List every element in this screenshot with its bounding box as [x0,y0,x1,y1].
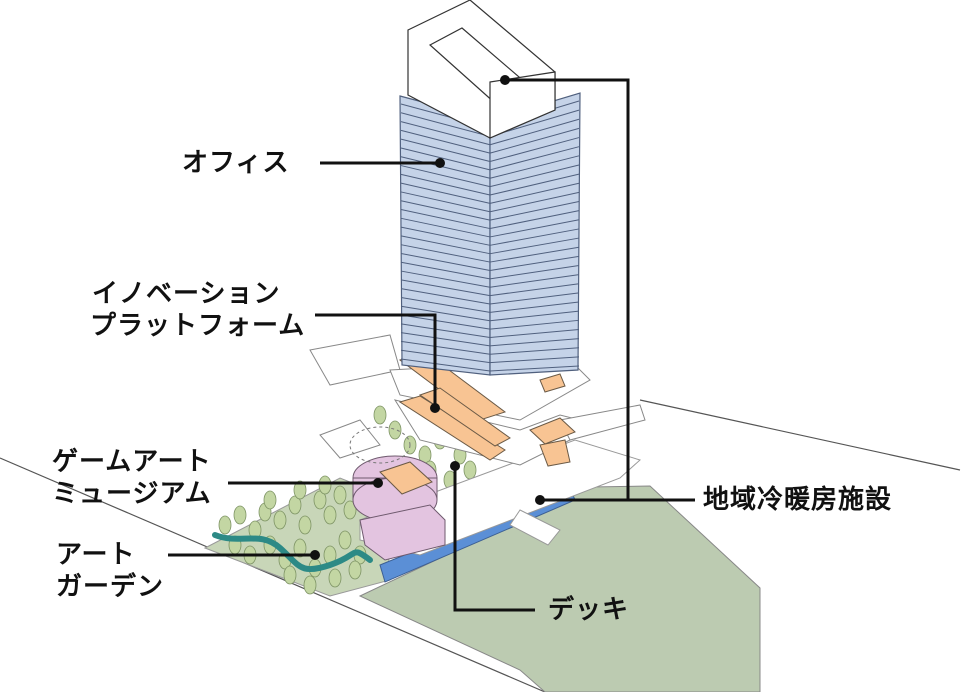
tower-floor-line [400,226,491,246]
tower-floor-line [400,296,491,313]
tree [293,480,307,500]
tower-floor-line [400,261,491,280]
tower-floor-line [400,165,491,188]
tree [283,565,297,585]
tower-floor-line [400,288,491,305]
tower-floor-line [489,338,580,347]
tower-floor-line [400,244,491,263]
tree [463,460,477,480]
tower-floor-line [489,201,580,221]
tower-floor-line [489,283,580,297]
tower-floor-line [400,129,491,154]
tower-floor-line [489,173,580,196]
tree [388,420,402,440]
innovation-platform-blocks [398,351,576,467]
tower-floor-line [400,314,491,330]
tower-floor-line [400,209,491,230]
garden-water [212,532,373,573]
tower-crown [407,0,556,139]
ground-plot-right [358,485,761,692]
tower-floor-line [400,156,491,179]
tree [328,568,342,588]
tree [298,515,312,535]
leader-lines [168,78,695,612]
label-art-garden: アート ガーデン [56,540,165,602]
tower-floor-line [489,146,580,171]
tower-floor-line [400,138,491,163]
label-office: オフィス [182,148,290,178]
tower-floor-line [489,182,580,204]
tree [373,405,387,425]
tower-floor-line [400,217,491,238]
tower-floor-line [400,182,491,204]
tower-floor-line [400,270,491,288]
label-district-heating: 地域冷暖房施設 [703,485,893,515]
label-deck: デッキ [548,595,630,625]
ground-lines [0,399,961,692]
tree [293,538,307,558]
tower-floor-line [400,121,491,146]
tower-floor-line [400,323,491,338]
office-tower [399,92,581,376]
tree [288,495,302,515]
tree [323,505,337,525]
leader-dots [310,75,545,560]
tower-floor-line [489,237,580,255]
label-game-art-museum: ゲームアート ミュージアム [52,447,212,509]
label-innovation-platform: イノベーション プラットフォーム [90,279,306,341]
tower-floor-line [489,191,580,213]
tower-floor-line [489,118,580,146]
tower-floor-line [489,328,580,338]
tower-floor-line [489,246,580,263]
tower-floor-line [489,356,580,364]
tower-floor-line [400,279,491,297]
tower-floor-line [489,164,580,188]
tower-floor-line [400,349,491,364]
tower-floor-line [489,310,580,322]
tree [233,505,247,525]
tower-floor-line [489,219,580,238]
tower-floor-line [400,332,491,347]
tree [343,500,357,520]
tower-floor-line [489,274,580,288]
tower-floor-line [400,252,491,271]
tower-floor-line [489,365,580,372]
tower-floor-line [400,340,491,355]
tower-floor-line [400,191,491,213]
tower-floor-line [400,112,491,137]
tower-floor-line [489,155,580,179]
tree [273,510,287,530]
tower-floor-line [489,292,580,305]
tree [348,560,362,580]
tree [313,490,327,510]
tower-floor-line [489,228,580,246]
tower-floor-line [400,358,491,372]
tree [218,515,232,535]
tower-floor-line [400,147,491,171]
tower-floor-line [489,127,580,154]
tower-floor-line [489,319,580,330]
tower-floor-line [400,235,491,255]
tower-floor-line [400,305,491,322]
tree [263,490,277,510]
tower-floor-line [489,210,580,230]
tower-floor-line [489,255,580,271]
tower-floor-line [489,137,580,163]
tree [318,475,332,495]
tower-floor-line [400,200,491,221]
game-art-museum [349,426,446,561]
tower-floor-line [489,264,580,280]
tree [303,575,317,595]
tower-floor-line [400,173,491,196]
tower-floor-line [489,347,580,355]
tower-floor-line [489,301,580,313]
tree [333,485,347,505]
tree [338,530,352,550]
